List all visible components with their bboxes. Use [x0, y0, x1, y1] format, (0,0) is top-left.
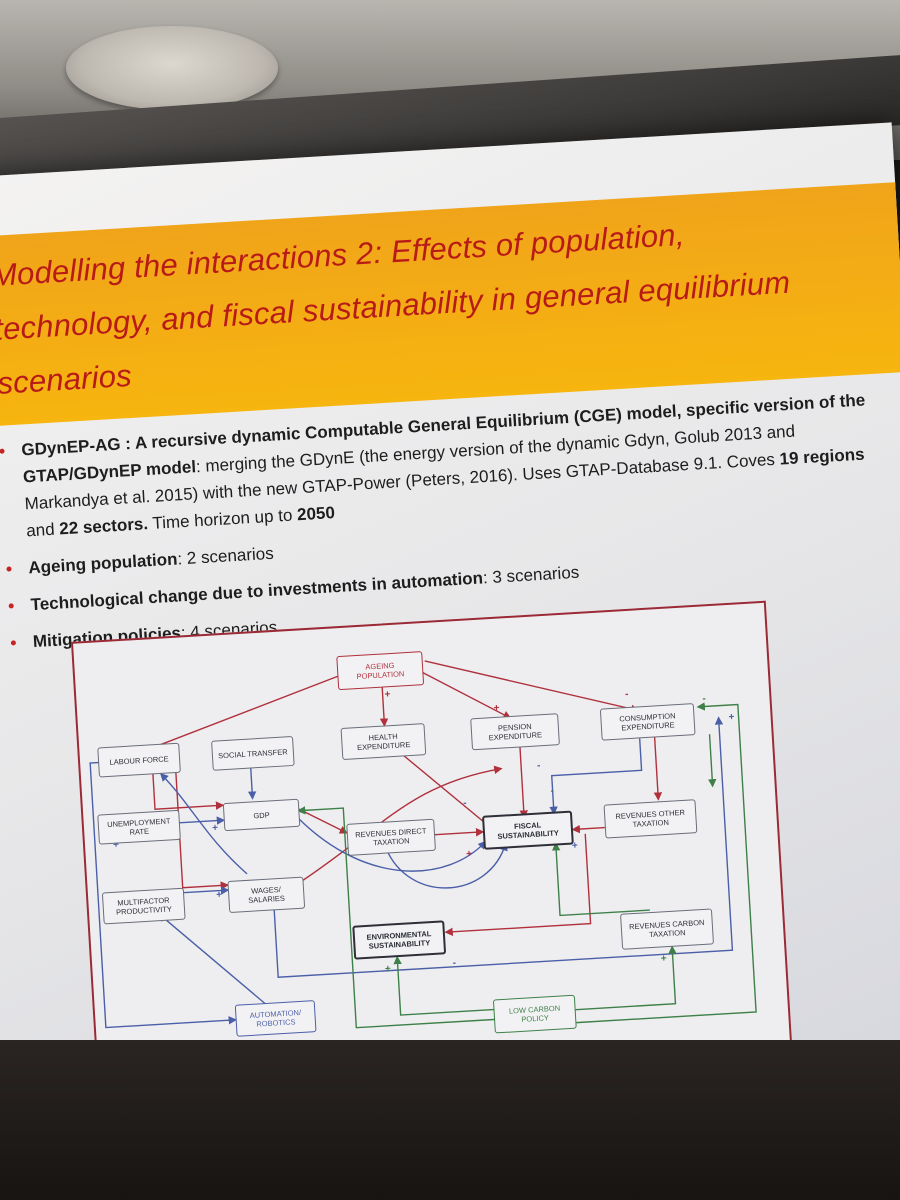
- edge-wages-labour: [159, 772, 248, 875]
- edge-revcarbon-fiscal: [551, 842, 650, 917]
- edge-lowcarbon-gdp: [296, 806, 497, 1029]
- node-gdp: GDP: [222, 798, 301, 832]
- node-revenues-carbon-taxation: REVENUES CARBON TAXATION: [620, 908, 715, 950]
- node-unemployment-rate: UNEMPLOYMENT RATE: [97, 809, 181, 845]
- sign-plus: +: [572, 840, 579, 851]
- bullet-text: : 3 scenarios: [482, 562, 580, 588]
- sign-plus: +: [384, 689, 391, 700]
- edge-unemployment-gdp: [178, 816, 226, 825]
- edge-gdp-fiscal: [298, 818, 487, 872]
- sign-plus: +: [216, 889, 223, 900]
- node-environmental-sustainability: ENVIRONMENTAL SUSTAINABILITY: [352, 920, 447, 960]
- node-health-expenditure: HEALTH EXPENDITURE: [340, 723, 427, 761]
- node-pension-expenditure: PENSION EXPENDITURE: [470, 713, 560, 751]
- edge-consumption-fiscal: [549, 738, 643, 815]
- edge-lowcarbon-environmental: [393, 955, 496, 1016]
- sign-plus: +: [212, 823, 219, 834]
- edge-gdp-revdirect: [297, 808, 349, 834]
- sign-minus: -: [463, 798, 467, 809]
- node-ageing-population: AGEING POPULATION: [336, 651, 425, 691]
- sign-minus: -: [702, 693, 706, 704]
- node-multifactor-productivity: MULTIFACTOR PRODUCTIVITY: [101, 887, 186, 925]
- sign-minus: -: [537, 760, 541, 771]
- edge-ageing-pension: [414, 667, 512, 719]
- edge-wages-revother: [273, 716, 734, 978]
- node-wages-salaries: WAGES/ SALARIES: [227, 876, 306, 914]
- bullet-text: and: [25, 519, 60, 541]
- bullet-text: Ageing population: [27, 549, 178, 578]
- ceiling-light: [66, 26, 278, 110]
- sign-minus: -: [625, 689, 629, 700]
- room-floor: [0, 1040, 900, 1200]
- bullet-text: 19 regions: [778, 444, 866, 469]
- sign-plus: +: [660, 953, 667, 964]
- node-labour-force: LABOUR FORCE: [97, 742, 181, 778]
- edge-labour-wages: [174, 767, 230, 890]
- edge-consumption-revother: [653, 737, 663, 801]
- node-low-carbon-policy: LOW CARBON POLICY: [492, 994, 577, 1034]
- slide: Modelling the interactions 2: Effects of…: [0, 122, 900, 1108]
- edge-consumption-environmental: [708, 734, 717, 788]
- edge-multifactor-wages: [182, 886, 230, 895]
- edge-lowcarbon-loop: [576, 702, 757, 1024]
- node-social-transfer: SOCIAL TRANSFER: [211, 735, 295, 771]
- sign-plus: +: [728, 712, 735, 723]
- bullet-text: Time horizon up to: [147, 505, 298, 534]
- edge-ageing-labour: [140, 671, 348, 754]
- bullet-text: 22 sectors.: [58, 514, 149, 539]
- edge-wages-fiscal: [302, 765, 503, 882]
- edge-revdirect-fiscal: [434, 828, 485, 837]
- sign-plus: +: [385, 964, 392, 975]
- edge-labour-loop: [89, 761, 238, 1029]
- node-revenues-other-taxation: REVENUES OTHER TAXATION: [603, 799, 698, 839]
- node-consumption-expenditure: CONSUMPTION EXPENDITURE: [599, 703, 696, 741]
- edge-social-gdp: [247, 763, 257, 800]
- slide-title-line-3: scenarios: [0, 357, 133, 401]
- sign-plus: +: [113, 839, 120, 850]
- node-revenues-direct-taxation: REVENUES DIRECT TAXATION: [346, 818, 436, 856]
- sign-plus: +: [466, 849, 473, 860]
- projection-screen: Modelling the interactions 2: Effects of…: [0, 122, 900, 1108]
- edge-ageing-consumption: [424, 660, 640, 713]
- sign-minus: -: [550, 786, 554, 797]
- edge-revdirect-loop: [385, 842, 508, 889]
- bullet-text: : 2 scenarios: [176, 543, 275, 569]
- edge-revother-fiscal: [571, 824, 605, 834]
- edge-labour-gdp: [151, 769, 225, 810]
- edge-lowcarbon-revcarbon: [575, 945, 677, 1011]
- edge-fiscal-environmental: [444, 833, 592, 936]
- sign-minus: -: [452, 958, 456, 969]
- bullet-text: 2050: [296, 503, 336, 525]
- node-automation-robotics: AUTOMATION/ ROBOTICS: [234, 1000, 317, 1037]
- edge-pension-fiscal: [519, 745, 528, 819]
- sign-plus: +: [493, 703, 500, 714]
- edge-automation-multifactor: [158, 913, 271, 1009]
- edge-health-fiscal: [399, 752, 496, 833]
- interaction-diagram: + + - + + + - - + + - + - + + - +: [70, 600, 793, 1086]
- node-fiscal-sustainability: FISCAL SUSTAINABILITY: [481, 810, 574, 850]
